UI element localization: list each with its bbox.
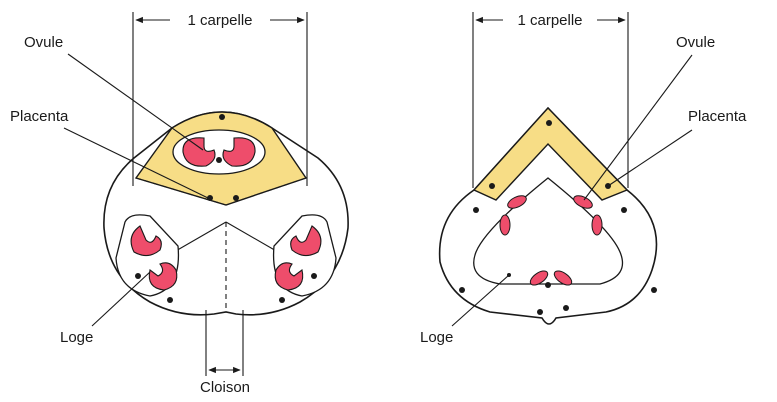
left-ovary-diagram: 1 carpelle Cloison Ovule Placenta Loge xyxy=(10,12,348,396)
dot xyxy=(219,114,225,120)
dot xyxy=(311,273,317,279)
right-placenta-label: Placenta xyxy=(688,108,747,125)
right-ovule-label: Ovule xyxy=(676,34,715,51)
left-placenta-label: Placenta xyxy=(10,108,69,125)
left-carpel-label: 1 carpelle xyxy=(187,12,252,29)
dot xyxy=(459,287,465,293)
left-loge-label: Loge xyxy=(60,329,93,346)
right-carpel-label: 1 carpelle xyxy=(517,12,582,29)
dot xyxy=(537,309,543,315)
dot xyxy=(563,305,569,311)
dot xyxy=(473,207,479,213)
right-placenta-leader xyxy=(608,130,692,186)
dot xyxy=(651,287,657,293)
dot xyxy=(135,273,141,279)
dot xyxy=(546,120,552,126)
dot xyxy=(216,157,222,163)
dot xyxy=(489,183,495,189)
right-ovule xyxy=(592,215,602,235)
right-loge-label: Loge xyxy=(420,329,453,346)
right-ovule xyxy=(500,215,510,235)
dot xyxy=(233,195,239,201)
right-ovary-diagram: 1 carpelle Ovule Placenta Loge xyxy=(420,12,747,346)
dot xyxy=(279,297,285,303)
left-ovule-label: Ovule xyxy=(24,34,63,51)
dot xyxy=(545,282,551,288)
dot xyxy=(167,297,173,303)
left-loge-leader xyxy=(92,272,150,326)
left-ovule-leader xyxy=(68,54,203,150)
right-ovule-leader xyxy=(584,55,692,200)
cloison-label: Cloison xyxy=(200,379,250,396)
dot xyxy=(621,207,627,213)
